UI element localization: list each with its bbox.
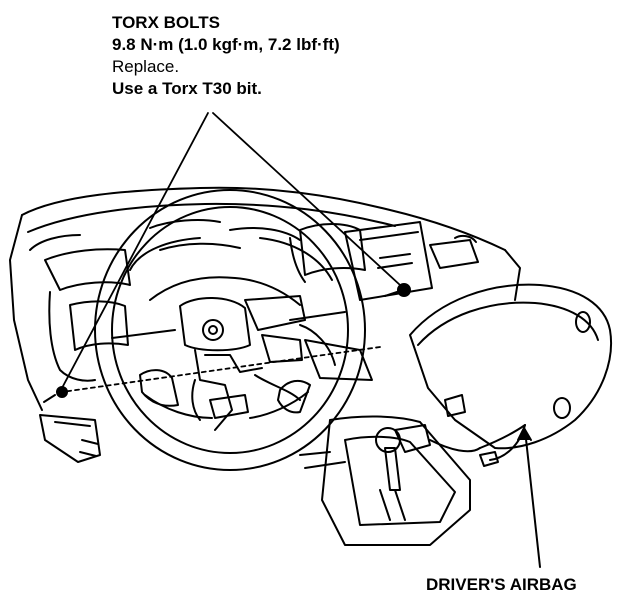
steering-wheel-rim bbox=[94, 189, 366, 471]
drivers-airbag-label: DRIVER'S AIRBAG bbox=[426, 575, 577, 594]
airbag-module bbox=[394, 283, 612, 467]
steering-column bbox=[299, 324, 373, 381]
torx-bolt-right bbox=[384, 283, 411, 297]
wiring-harness bbox=[191, 295, 306, 431]
knee-bolster bbox=[39, 414, 101, 463]
callout-leader-lines bbox=[61, 112, 401, 393]
center-console bbox=[299, 415, 471, 546]
callout-note: Replace. bbox=[112, 57, 180, 76]
dashboard-outline bbox=[9, 186, 521, 411]
steering-wheel-hub bbox=[111, 276, 346, 419]
callout-tool: Use a Torx T30 bit. bbox=[112, 79, 262, 98]
instrument-cluster bbox=[149, 219, 301, 251]
torx-bolts-callout: TORX BOLTS 9.8 N·m (1.0 kgf·m, 7.2 lbf·f… bbox=[112, 12, 340, 100]
torx-bolt-left bbox=[43, 386, 68, 403]
callout-title: TORX BOLTS bbox=[112, 13, 220, 32]
airbag-arrow bbox=[517, 427, 541, 568]
callout-torque: 9.8 N·m (1.0 kgf·m, 7.2 lbf·ft) bbox=[112, 35, 340, 54]
